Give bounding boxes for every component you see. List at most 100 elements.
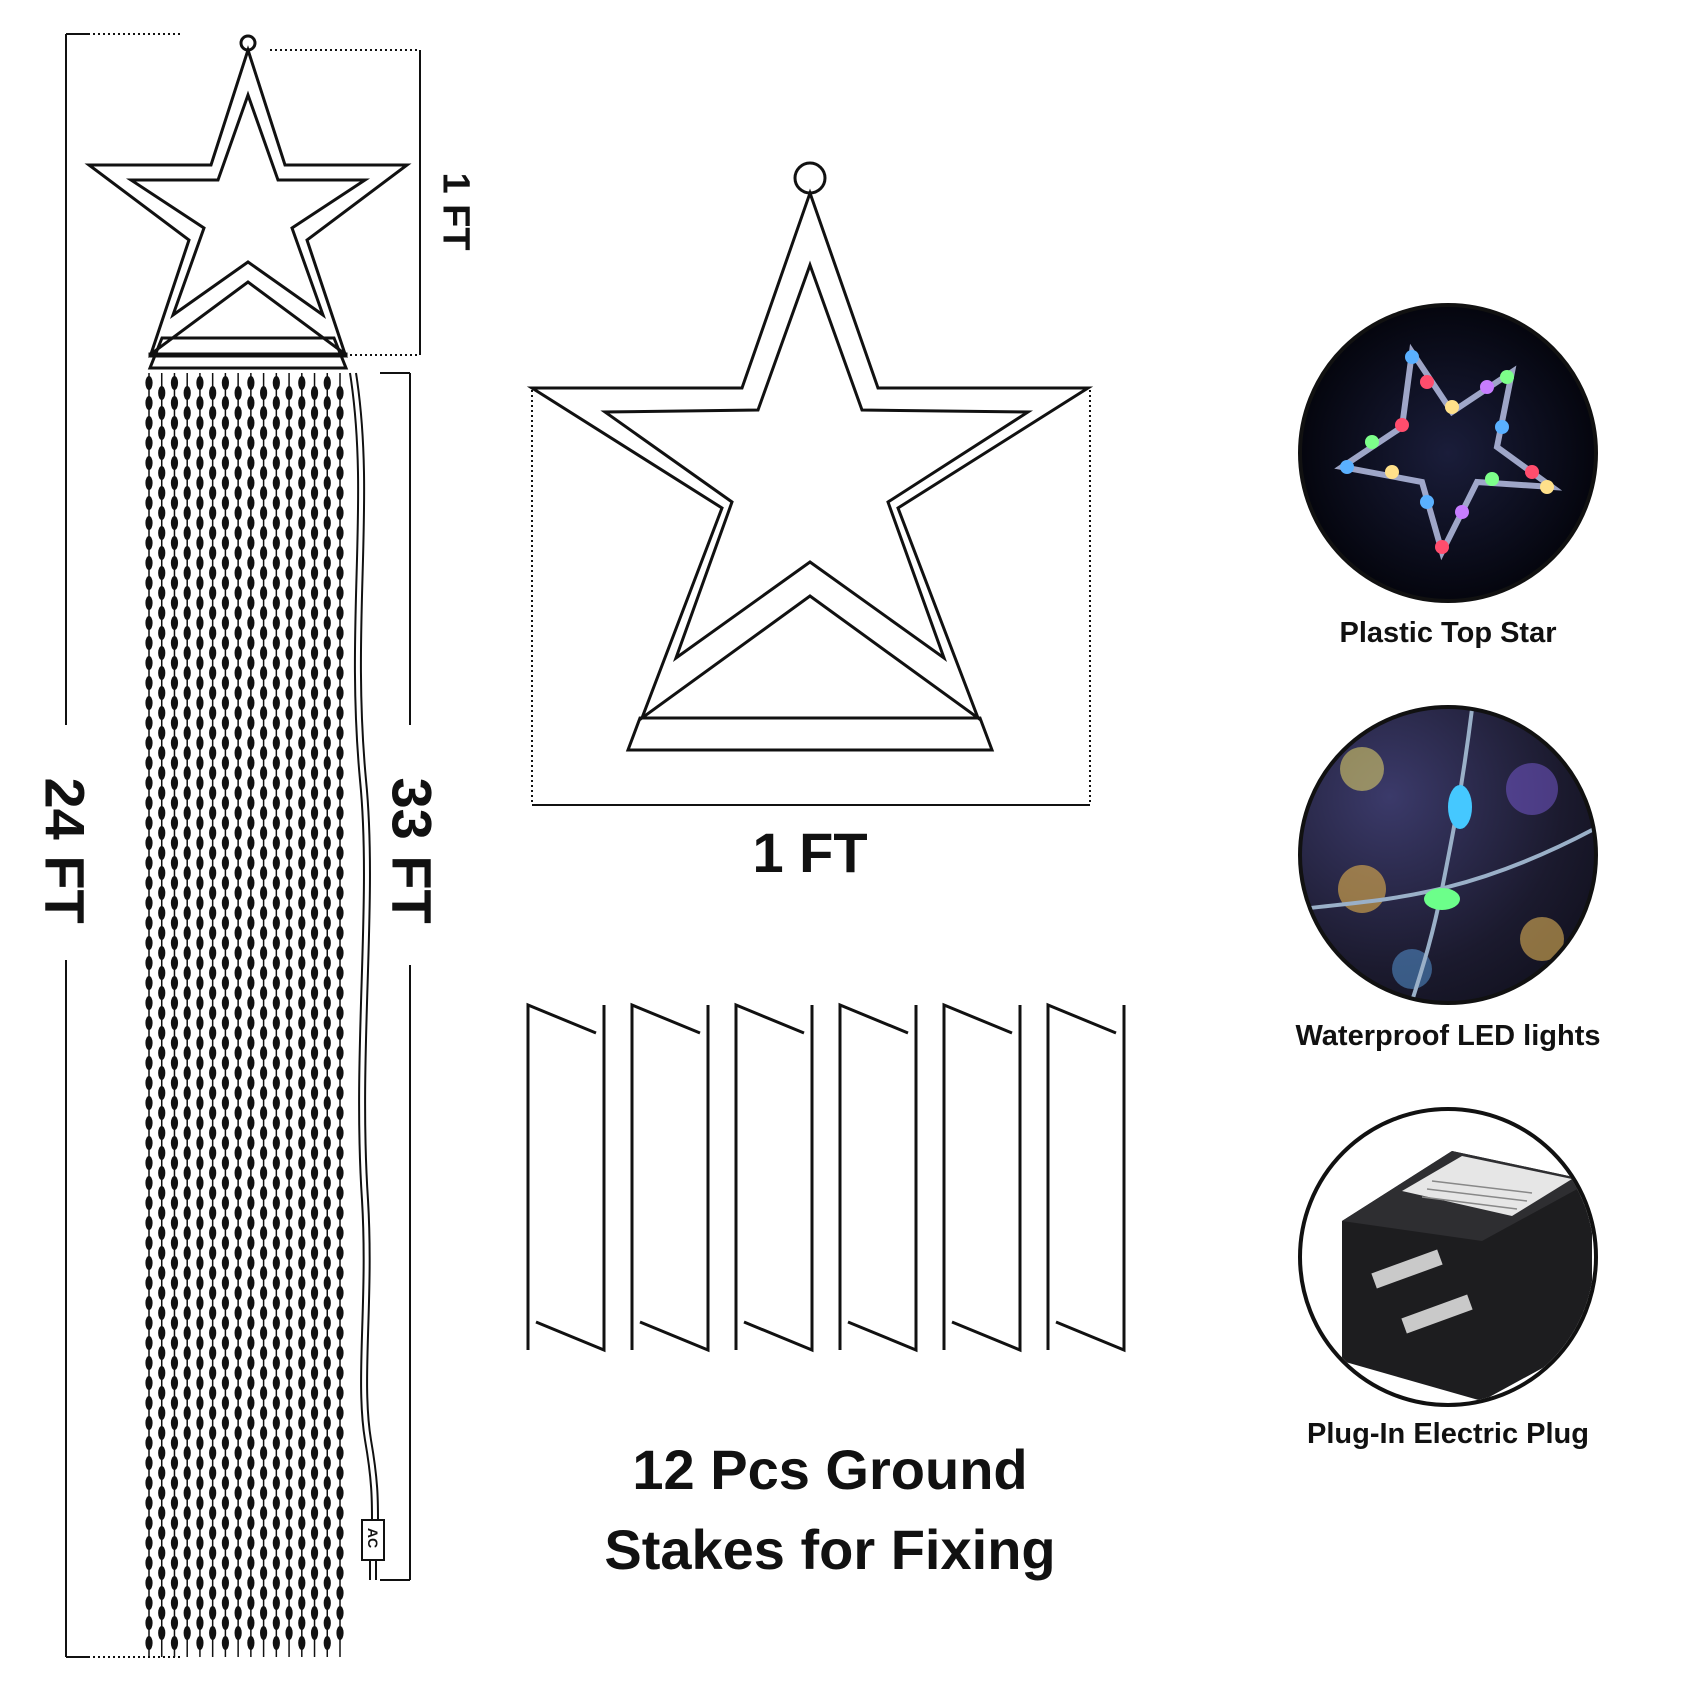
led-bulb xyxy=(234,1066,242,1080)
led-bulb xyxy=(323,596,331,610)
led-bulb xyxy=(247,1396,255,1410)
led-bulb xyxy=(196,696,204,710)
led-bulb xyxy=(234,546,242,560)
led-bulb xyxy=(336,1386,344,1400)
led-bulb xyxy=(272,1316,280,1330)
led-bulb xyxy=(272,636,280,650)
led-bulb xyxy=(234,1186,242,1200)
led-bulb xyxy=(323,936,331,950)
led-bulb xyxy=(209,1206,217,1220)
led-bulb xyxy=(234,926,242,940)
led-bulb xyxy=(298,1576,306,1590)
led-bulb xyxy=(323,476,331,490)
led-bulb xyxy=(272,416,280,430)
led-bulb xyxy=(336,1586,344,1600)
led-bulb xyxy=(336,386,344,400)
led-bulb xyxy=(323,736,331,750)
led-bulb xyxy=(247,1636,255,1650)
led-bulb xyxy=(323,1496,331,1510)
led-bulb xyxy=(323,716,331,730)
led-bulb xyxy=(170,656,179,670)
led-bulb xyxy=(221,996,229,1010)
led-bulb xyxy=(285,1166,293,1180)
led-bulb xyxy=(336,686,344,700)
led-bulb xyxy=(145,876,153,890)
led-bulb xyxy=(145,496,153,510)
feature-caption-1: Plastic Top Star xyxy=(1339,617,1557,649)
led-bulb xyxy=(310,606,319,620)
led-bulb xyxy=(310,1266,319,1280)
led-bulb xyxy=(221,836,229,850)
led-bulb xyxy=(196,536,204,550)
stakes-title-line2: Stakes for Fixing xyxy=(604,1518,1056,1581)
led-bulb xyxy=(298,1056,306,1070)
led-bulb xyxy=(183,706,191,720)
led-bulb xyxy=(310,426,319,440)
led-bulb xyxy=(170,1556,179,1570)
led-bulb xyxy=(209,486,217,500)
led-bulb xyxy=(323,836,331,850)
star-width-dimension xyxy=(531,390,1091,806)
led-bulb xyxy=(170,876,179,890)
led-bulb xyxy=(247,576,255,590)
led-bulb xyxy=(170,1496,179,1510)
led-bulb xyxy=(209,626,217,640)
led-bulb xyxy=(183,1326,191,1340)
led-bulb xyxy=(209,506,217,520)
led-bulb xyxy=(158,426,166,440)
led-bulb xyxy=(285,1566,293,1580)
led-bulb xyxy=(298,676,306,690)
led-bulb xyxy=(260,686,268,700)
led-bulb xyxy=(260,386,268,400)
led-bulb xyxy=(323,1556,331,1570)
led-bulb xyxy=(183,546,191,560)
led-bulb xyxy=(183,386,191,400)
led-bulb xyxy=(260,446,268,460)
led-bulb xyxy=(336,1426,344,1440)
led-bulb xyxy=(183,866,191,880)
led-bulb xyxy=(272,1056,280,1070)
led-bulb xyxy=(209,1166,217,1180)
led-bulb xyxy=(221,676,229,690)
led-bulb xyxy=(170,776,179,790)
led-bulb xyxy=(272,1176,280,1190)
led-bulb xyxy=(145,396,153,410)
led-bulb xyxy=(145,976,153,990)
led-bulb xyxy=(336,1146,344,1160)
led-bulb xyxy=(221,1536,229,1550)
led-bulb xyxy=(260,786,268,800)
led-bulb xyxy=(298,1116,306,1130)
led-bulb xyxy=(145,416,153,430)
led-bulb xyxy=(247,756,255,770)
led-bulb xyxy=(170,1216,179,1230)
led-bulb xyxy=(221,596,229,610)
led-bulb xyxy=(336,886,344,900)
led-bulb xyxy=(221,656,229,670)
led-bulb xyxy=(196,396,204,410)
led-bulb xyxy=(336,946,344,960)
led-bulb xyxy=(272,536,280,550)
led-bulb xyxy=(145,1036,153,1050)
ground-stake xyxy=(942,1002,1022,1353)
led-bulb xyxy=(183,1146,191,1160)
led-bulb xyxy=(260,1146,268,1160)
led-bulb xyxy=(285,1446,293,1460)
led-bulb xyxy=(209,886,217,900)
led-bulb xyxy=(260,1446,268,1460)
led-bulb xyxy=(336,566,344,580)
led-bulb xyxy=(196,736,204,750)
led-bulb xyxy=(158,546,166,560)
led-bulb xyxy=(310,666,319,680)
led-bulb xyxy=(234,606,242,620)
led-bulb xyxy=(285,466,293,480)
led-bulb xyxy=(209,786,217,800)
led-bulb xyxy=(221,896,229,910)
led-bulb xyxy=(158,1426,166,1440)
led-bulb xyxy=(158,746,166,760)
led-bulb xyxy=(247,916,255,930)
led-bulb xyxy=(247,956,255,970)
led-bulb xyxy=(234,786,242,800)
led-bulb xyxy=(234,1126,242,1140)
led-bulb xyxy=(260,466,268,480)
led-bulb xyxy=(336,1486,344,1500)
